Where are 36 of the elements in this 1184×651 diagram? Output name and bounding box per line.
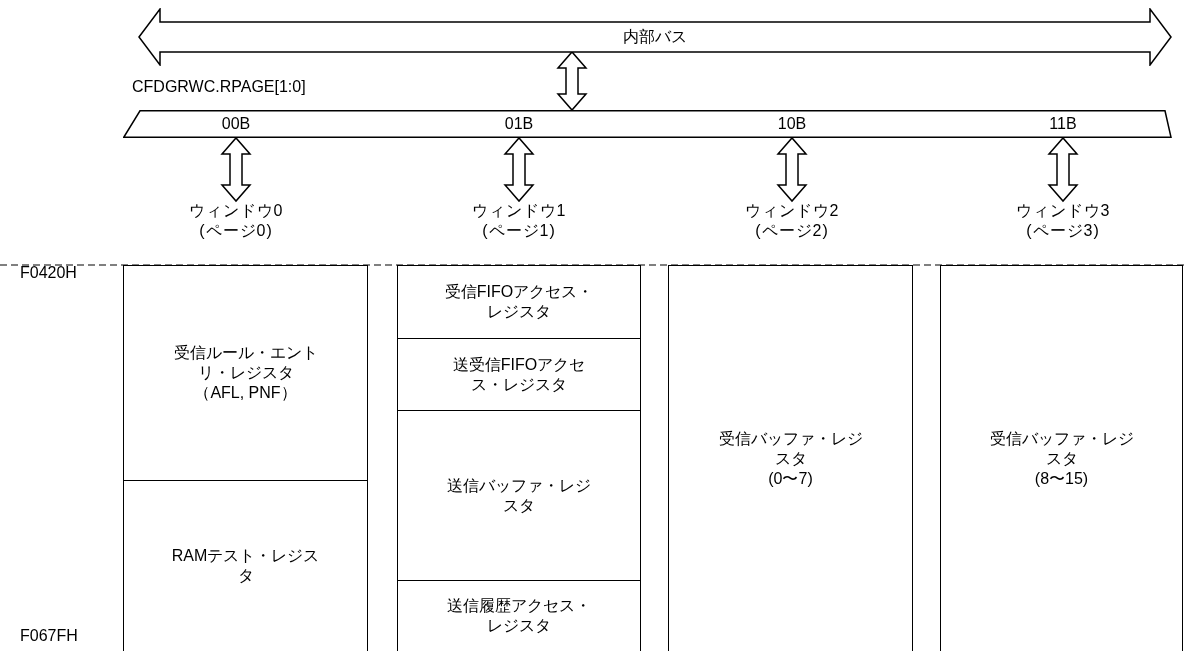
register-box bbox=[668, 265, 913, 651]
double-arrow bbox=[220, 136, 252, 203]
register-name: 送信バッファ・レジスタ bbox=[446, 475, 592, 516]
register-name: 受信ルール・エントリ・レジスタ bbox=[172, 343, 319, 383]
selector-value: 01B bbox=[504, 114, 534, 134]
register-box bbox=[397, 265, 641, 339]
selector-value: 00B bbox=[221, 114, 251, 134]
register-name: 受信バッファ・レジスタ bbox=[717, 428, 864, 469]
selector-value: 10B bbox=[777, 114, 807, 134]
selector-value: 11B bbox=[1049, 114, 1077, 134]
register-field-label: CFDGRWC.RPAGE[1:0] bbox=[132, 77, 306, 97]
double-arrow bbox=[776, 136, 808, 203]
register-box bbox=[123, 480, 368, 651]
register-range: (8〜15) bbox=[1034, 468, 1089, 489]
address-label: F0420H bbox=[20, 263, 77, 283]
register-range: （AFL, PNF） bbox=[194, 383, 297, 403]
register-range: (0〜7) bbox=[768, 468, 813, 489]
window-heading: ウィンドウ0 (ページ0) bbox=[187, 201, 285, 241]
register-box bbox=[940, 265, 1183, 651]
window-heading: ウィンドウ3 (ページ3) bbox=[1014, 201, 1112, 241]
double-arrow bbox=[556, 50, 588, 112]
bus-label: 内部バス bbox=[623, 27, 687, 47]
register-box bbox=[123, 265, 368, 481]
register-name: 送信履歴アクセス・レジスタ bbox=[446, 596, 592, 636]
register-name: RAMテスト・レジスタ bbox=[170, 546, 321, 586]
register-box bbox=[397, 580, 641, 651]
window-heading: ウィンドウ2 (ページ2) bbox=[743, 201, 841, 241]
window-heading: ウィンドウ1 (ページ1) bbox=[470, 201, 568, 241]
register-box bbox=[397, 410, 641, 581]
register-name: 受信バッファ・レジスタ bbox=[988, 428, 1135, 469]
double-arrow bbox=[503, 136, 535, 203]
register-name: 受信FIFOアクセス・レジスタ bbox=[444, 282, 594, 322]
address-label: F067FH bbox=[20, 626, 78, 646]
double-arrow bbox=[1047, 136, 1079, 203]
register-name: 送受信FIFOアクセス・レジスタ bbox=[451, 354, 587, 395]
register-box bbox=[397, 338, 641, 411]
